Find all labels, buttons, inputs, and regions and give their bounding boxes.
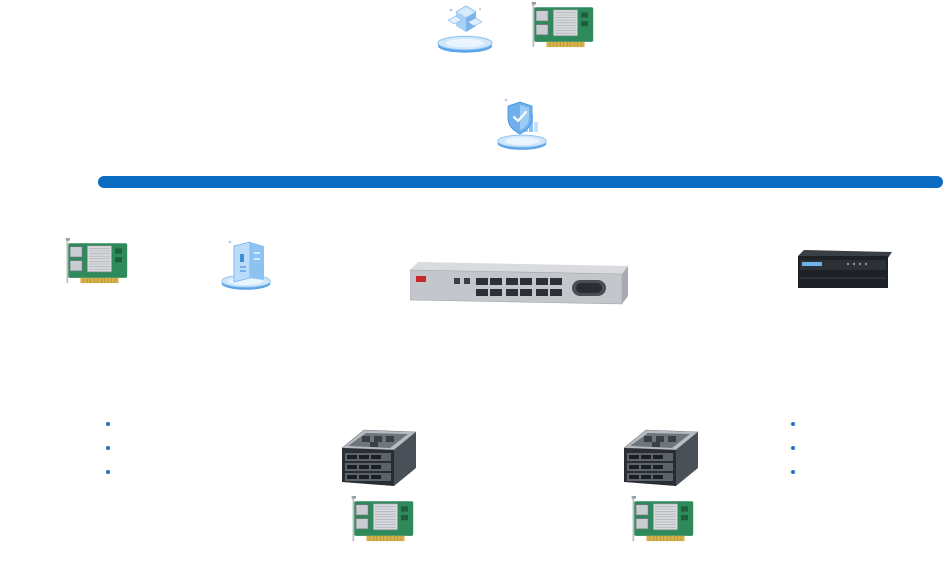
network-card-icon bbox=[65, 238, 128, 284]
rack-server-right bbox=[620, 424, 700, 488]
rack-server-icon bbox=[341, 429, 417, 487]
rack-server-left bbox=[338, 424, 418, 488]
network-card-bottom-right bbox=[626, 496, 698, 548]
list-item bbox=[106, 460, 120, 484]
security-shield-icon bbox=[494, 96, 550, 154]
list-item bbox=[791, 412, 805, 436]
network-card-icon bbox=[631, 496, 694, 542]
rack-server-icon bbox=[623, 429, 699, 487]
network-card-icon bbox=[531, 2, 594, 48]
list-item bbox=[106, 436, 120, 460]
storage-array-icon bbox=[798, 250, 892, 288]
network-bus-bar bbox=[98, 176, 943, 188]
network-card-top bbox=[526, 2, 598, 54]
storage-array bbox=[796, 250, 892, 290]
cloud-blocks-icon bbox=[436, 2, 494, 56]
network-card-icon bbox=[351, 496, 414, 542]
list-item bbox=[106, 412, 120, 436]
fibre-channel-switch-icon bbox=[409, 262, 628, 305]
storage-server-icon bbox=[218, 236, 274, 292]
left-feature-list bbox=[106, 412, 120, 484]
right-feature-list bbox=[791, 412, 805, 484]
list-item bbox=[791, 436, 805, 460]
network-card-left bbox=[60, 238, 132, 290]
fibre-channel-switch bbox=[409, 262, 628, 308]
network-card-bottom-left bbox=[346, 496, 418, 548]
list-item bbox=[791, 460, 805, 484]
